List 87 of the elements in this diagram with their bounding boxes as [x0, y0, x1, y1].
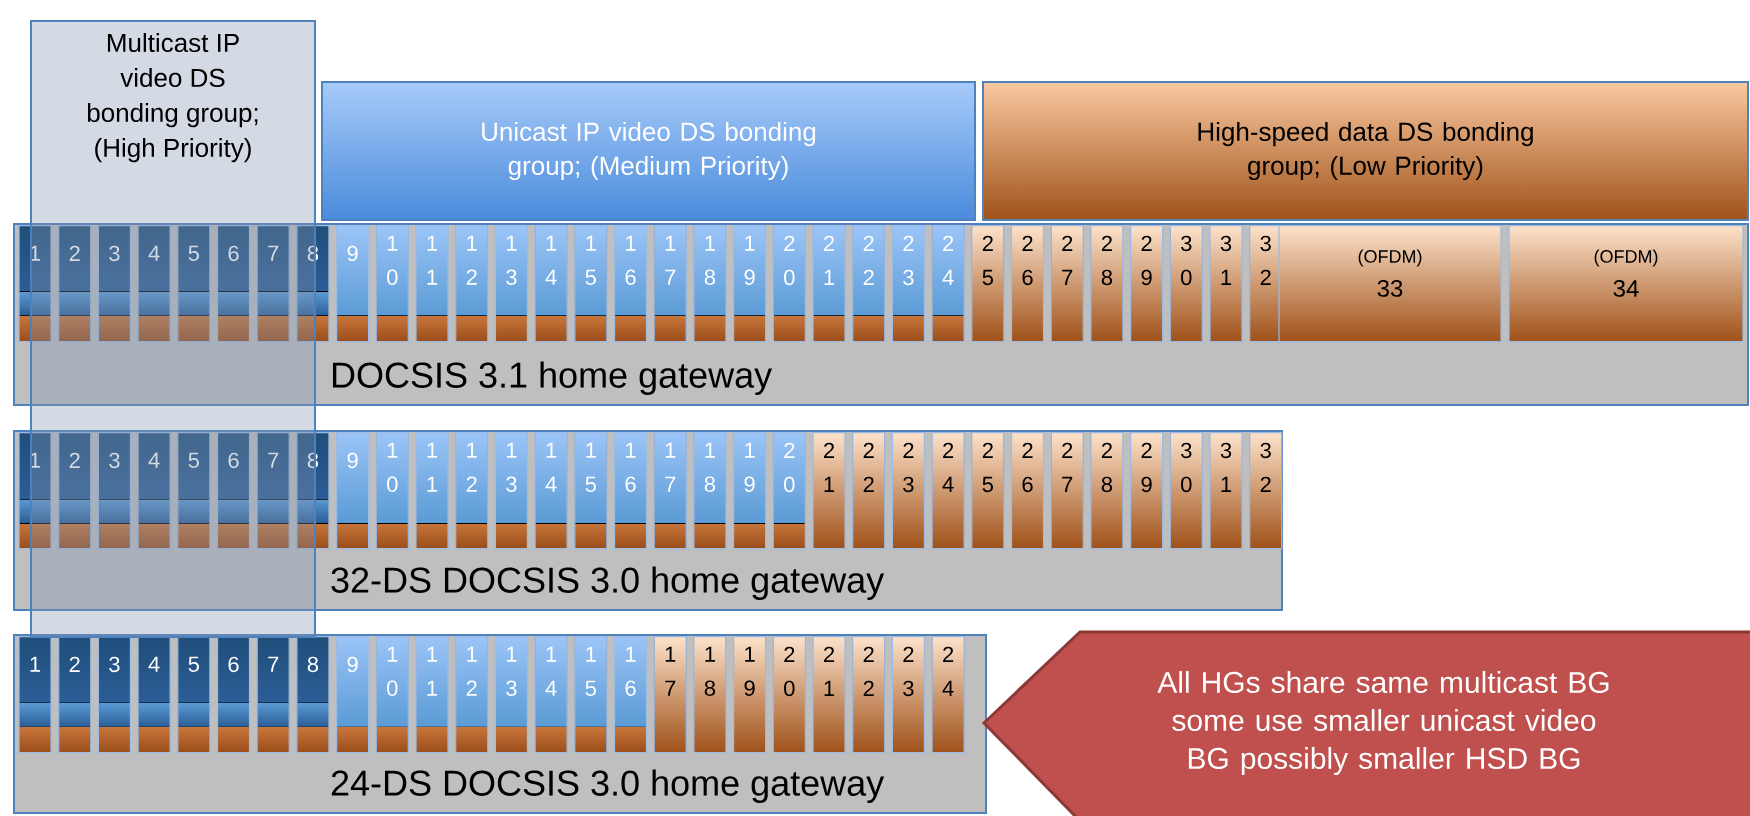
channel-block: 2 4: [931, 432, 965, 550]
channel-block: 2 6: [1010, 225, 1045, 343]
channel-block: 1 8: [693, 432, 727, 550]
channel-block: 7: [256, 225, 290, 343]
channel-block: 3 2: [1249, 225, 1283, 343]
channel-block: 1 5: [574, 636, 608, 754]
channel-block: 3 2: [1249, 432, 1283, 550]
channel-block: 8: [296, 636, 330, 754]
channel-block: 2 3: [891, 225, 925, 343]
channel-block: 9: [336, 432, 370, 550]
channel-block: 4: [137, 636, 171, 754]
channel-block: 6: [216, 636, 251, 754]
channel-block: 7: [256, 432, 290, 550]
channel-block: 3: [97, 225, 131, 343]
channel-block: 2 7: [1050, 225, 1084, 343]
channel-block: 2 5: [971, 225, 1005, 343]
channel-block: 2 0: [772, 432, 806, 550]
channel-block: 6: [216, 225, 251, 343]
channel-block: 3 0: [1169, 432, 1203, 550]
channel-block: 1 3: [494, 636, 528, 754]
channel-block: 2 2: [852, 636, 886, 754]
channel-block: 1: [18, 636, 52, 754]
channel-block: 5: [177, 225, 211, 343]
channel-block: 2 4: [931, 636, 965, 754]
channel-block: 2 8: [1090, 432, 1124, 550]
channel-block: 1 6: [613, 432, 648, 550]
channel-block: 1 3: [494, 225, 528, 343]
channel-block: 6: [216, 432, 251, 550]
channel-block: 2 2: [852, 225, 886, 343]
channel-block: 4: [137, 225, 171, 343]
channel-block: 1 0: [375, 636, 409, 754]
channel-block: 1 7: [653, 432, 687, 550]
channel-block: 1 6: [613, 225, 648, 343]
channel-block: 1 9: [733, 636, 767, 754]
channel-block: 1 4: [534, 636, 568, 754]
channel-block: 2 9: [1130, 225, 1164, 343]
channel-block: 3: [97, 432, 131, 550]
channel-block: 9: [336, 636, 370, 754]
channel-block: 2 0: [772, 225, 806, 343]
channel-block: 5: [177, 432, 211, 550]
channel-block: 2 1: [812, 636, 846, 754]
channel-block: 1 5: [574, 225, 608, 343]
channel-block: 1 0: [375, 432, 409, 550]
channel-block: 1 4: [534, 432, 568, 550]
channel-block: 1 7: [653, 636, 687, 754]
channel-block: 1 9: [733, 432, 767, 550]
channel-block: 2 8: [1090, 225, 1124, 343]
channel-block: 1 1: [415, 225, 449, 343]
channel-block: 2 2: [852, 432, 886, 550]
bonding-group-box: High-speed data DS bonding group; (Low Priority): [982, 81, 1749, 221]
channel-block: 1 3: [494, 432, 528, 550]
channel-block: 2 1: [812, 225, 846, 343]
channel-block: 2 3: [891, 432, 925, 550]
channel-block: 1 6: [613, 636, 648, 754]
channel-block: 2 5: [971, 432, 1005, 550]
channel-block: 2: [58, 636, 92, 754]
channel-block: 2 9: [1130, 432, 1164, 550]
channel-block: 2 6: [1010, 432, 1045, 550]
channel-block: 7: [256, 636, 290, 754]
channel-block: (OFDM) 34: [1508, 225, 1744, 343]
channel-block: 2 4: [931, 225, 965, 343]
channel-block: 2: [58, 432, 92, 550]
channel-block: 1 2: [455, 225, 489, 343]
channel-block: 3 1: [1209, 225, 1243, 343]
bonding-group-box: Unicast IP video DS bonding group; (Medium Priority): [321, 81, 976, 221]
channel-block: 2: [58, 225, 92, 343]
channel-block: 2 3: [891, 636, 925, 754]
channel-block: 1 2: [455, 636, 489, 754]
channel-block: 4: [137, 432, 171, 550]
channel-block: 1 1: [415, 636, 449, 754]
channel-block: 1 7: [653, 225, 687, 343]
channel-block: 3 1: [1209, 432, 1243, 550]
channel-block: 1 9: [733, 225, 767, 343]
channel-block: 2 7: [1050, 432, 1084, 550]
channel-block: 2 0: [772, 636, 806, 754]
channel-block: 1 8: [693, 225, 727, 343]
channel-block: 1 8: [693, 636, 727, 754]
channel-block: 1 0: [375, 225, 409, 343]
channel-block: 1 2: [455, 432, 489, 550]
channel-block: 5: [177, 636, 211, 754]
channel-block: 1 4: [534, 225, 568, 343]
channel-block: 9: [336, 225, 370, 343]
channel-block: 1 5: [574, 432, 608, 550]
channel-block: 2 1: [812, 432, 846, 550]
channel-block: 3: [97, 636, 131, 754]
channel-block: 3 0: [1169, 225, 1203, 343]
channel-block: 1 1: [415, 432, 449, 550]
